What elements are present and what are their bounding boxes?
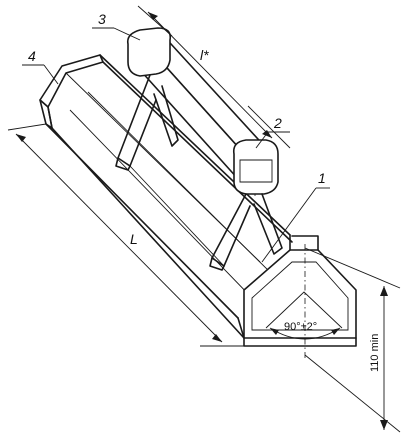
callout-1: 1 (261, 170, 330, 263)
callout-label-1: 1 (318, 170, 326, 186)
rear-cap (126, 27, 172, 77)
dim-label-height: 110 min (369, 334, 381, 372)
dim-length-total: L (7, 123, 244, 347)
dim-angle: 90°±2° (269, 321, 341, 340)
callout-label-4: 4 (28, 48, 36, 64)
callout-3: 3 (92, 11, 141, 41)
dim-label-angle: 90°±2° (284, 321, 317, 333)
callout-4: 4 (22, 48, 59, 85)
dim-height: 110 min (304, 247, 401, 433)
trough-rear-end (39, 54, 104, 108)
trough-body (39, 54, 357, 347)
callout-2: 2 (255, 115, 290, 149)
callout-label-2: 2 (273, 115, 282, 131)
front-cap (232, 139, 279, 195)
dim-label-l: l* (200, 47, 209, 63)
rod-assembly (115, 27, 283, 271)
callout-label-3: 3 (98, 11, 106, 27)
dim-label-L: L (130, 231, 138, 247)
